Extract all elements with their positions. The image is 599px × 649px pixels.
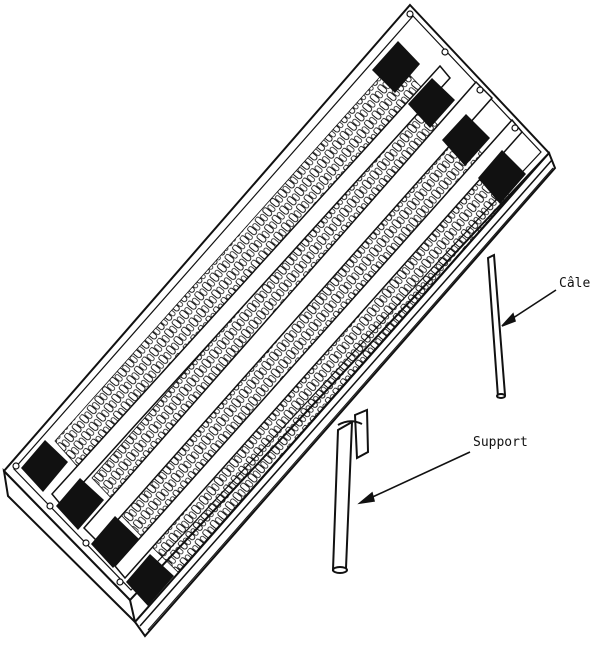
header-top-4 (478, 150, 526, 204)
wedge-label: Câle (559, 276, 590, 291)
header-top-1 (372, 41, 420, 93)
wedge-arrow (506, 289, 557, 323)
support-leg (331, 408, 370, 574)
header-bottom-4 (126, 554, 174, 606)
support-arrow (365, 451, 471, 501)
corner-connectors (12, 10, 519, 586)
wedge-leg (486, 253, 507, 399)
header-bottom-2 (56, 478, 104, 530)
header-top-3 (442, 114, 490, 166)
row-dividers (51, 64, 523, 580)
header-top-2 (408, 78, 455, 128)
callout-arrows (357, 289, 557, 505)
header-bottom-1 (21, 440, 68, 492)
support-label: Support (473, 435, 528, 450)
header-blocks (21, 41, 526, 606)
header-bottom-3 (91, 516, 139, 568)
